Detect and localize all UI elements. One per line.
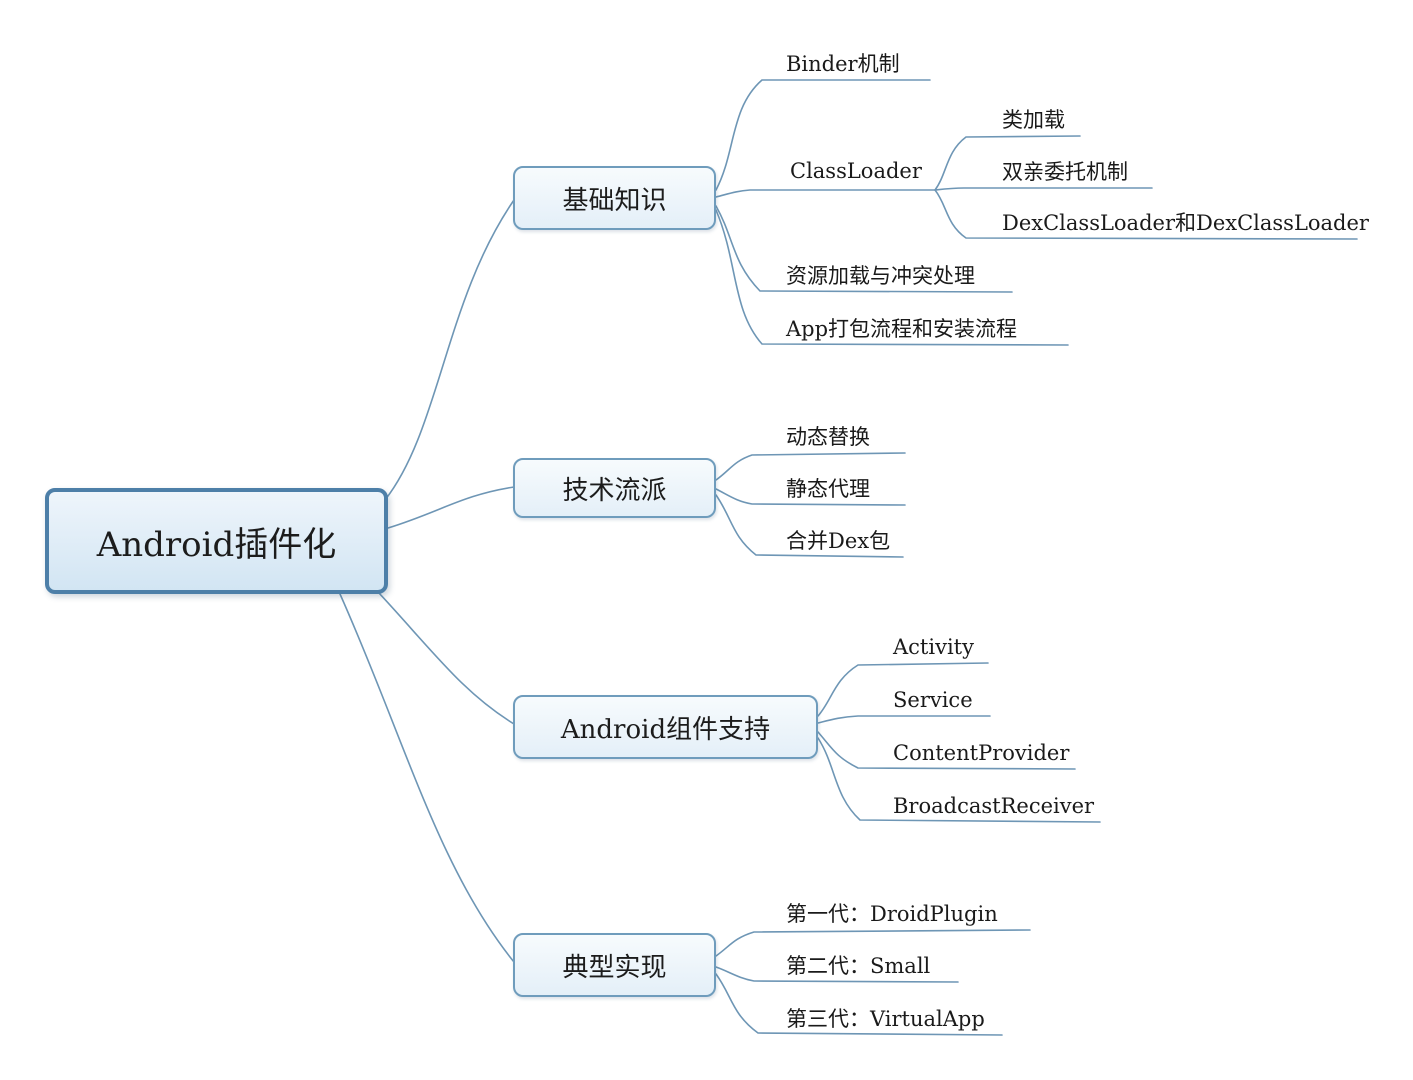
link-typical-gen3 [715,973,1003,1036]
leaf-service[interactable]: Service [893,688,973,712]
link-components-contentprovider [817,731,1076,770]
link-classloader-classload [934,135,1081,191]
leaf-gen1-droidplugin[interactable]: 第一代：DroidPlugin [786,902,998,926]
node-components[interactable]: Android组件支持 [513,695,818,759]
link-root-basics [384,199,515,501]
link-tech-dynamic [715,452,906,481]
link-classloader-dexclassloader [934,189,1358,240]
link-typical-gen1 [715,929,1031,957]
link-root-components [377,591,515,725]
node-tech[interactable]: 技术流派 [513,458,716,518]
link-basics-resource [715,205,1013,293]
link-tech-static [715,488,906,506]
leaf-classloader[interactable]: ClassLoader [790,159,922,183]
leaf-app-packaging[interactable]: App打包流程和安装流程 [786,317,1018,341]
link-basics-binder [715,79,931,191]
link-typical-gen2 [715,966,959,983]
leaf-gen3-virtualapp[interactable]: 第三代：VirtualApp [786,1007,985,1031]
leaf-static-proxy[interactable]: 静态代理 [786,477,870,501]
leaf-broadcastreceiver[interactable]: BroadcastReceiver [893,794,1095,818]
leaf-resource-loading[interactable]: 资源加载与冲突处理 [786,264,975,288]
leaf-binder-mechanism[interactable]: Binder机制 [786,52,900,76]
node-root[interactable]: Android插件化 [45,488,388,594]
leaf-class-loading[interactable]: 类加载 [1002,108,1065,132]
link-components-broadcastreceiver [817,737,1101,823]
link-classloader-parentdelegate [934,187,1153,191]
leaf-gen2-small[interactable]: 第二代：Small [786,954,931,978]
link-root-tech [387,486,515,529]
link-basics-classloader [715,189,936,198]
link-root-typical [339,593,515,963]
link-components-service [817,715,991,724]
leaf-parent-delegation[interactable]: 双亲委托机制 [1002,160,1128,184]
node-typical[interactable]: 典型实现 [513,933,716,997]
leaf-dexclassloader[interactable]: DexClassLoader和DexClassLoader [1002,211,1369,235]
leaf-contentprovider[interactable]: ContentProvider [893,741,1070,765]
link-tech-mergedex [715,494,904,558]
leaf-activity[interactable]: Activity [893,635,974,659]
node-basics[interactable]: 基础知识 [513,166,716,230]
leaf-dynamic-replace[interactable]: 动态替换 [786,425,870,449]
link-basics-apppack [715,209,1069,346]
leaf-merge-dex[interactable]: 合并Dex包 [786,529,891,553]
link-components-activity [817,662,989,717]
